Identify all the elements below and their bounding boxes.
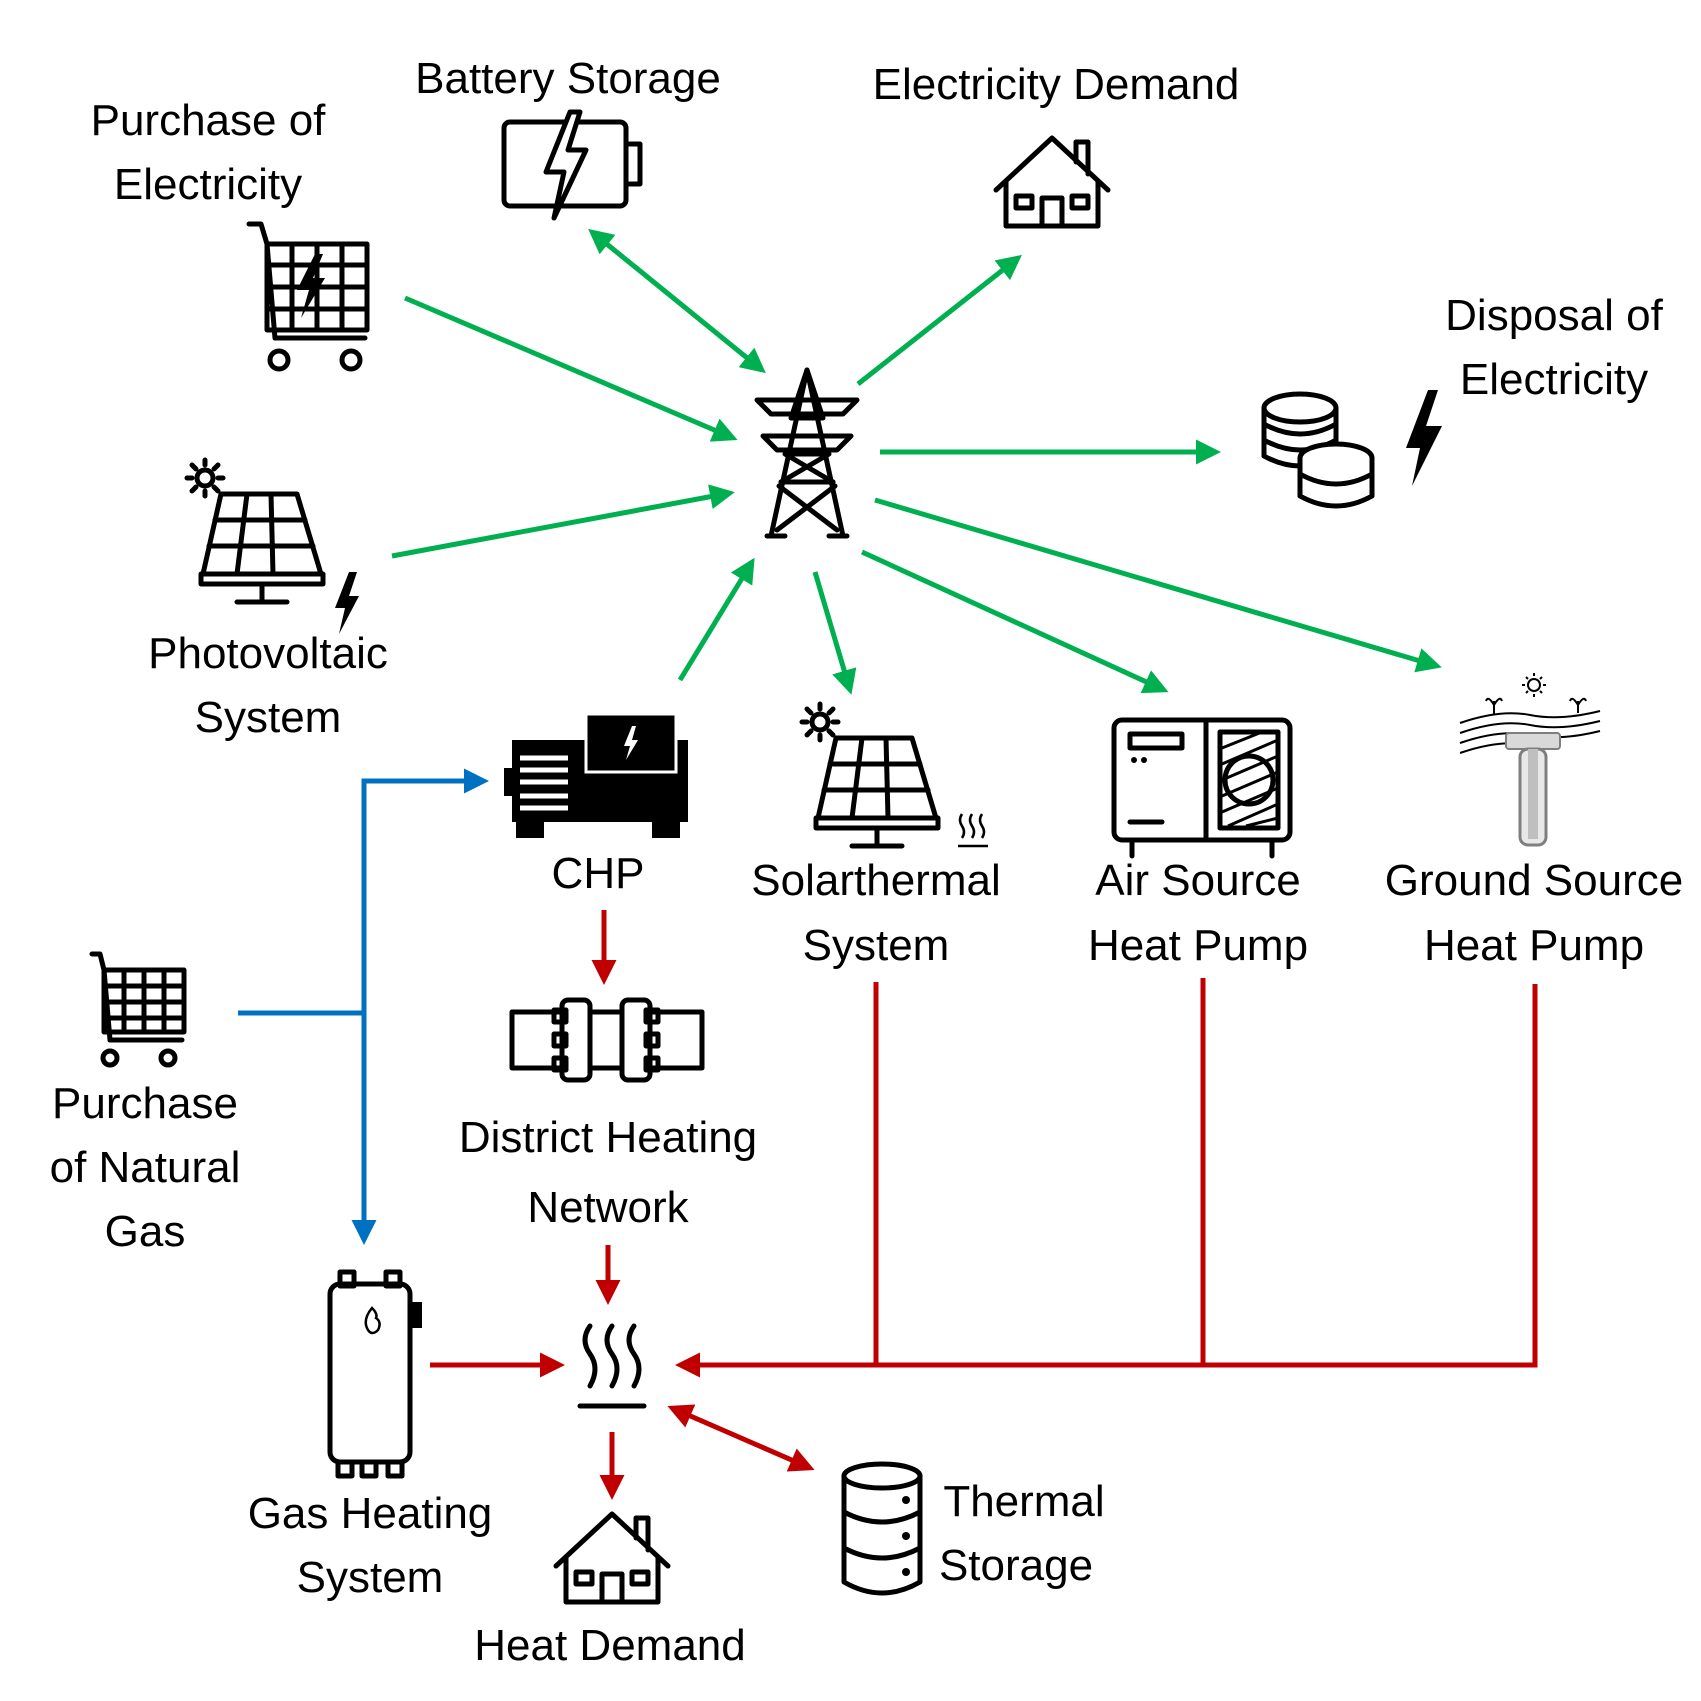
node-labels: Purchase of Electricity Battery Storage … bbox=[50, 54, 1684, 1670]
label-gas-heating: Gas Heating bbox=[248, 1489, 493, 1538]
ground-probe-icon bbox=[1459, 673, 1601, 847]
label-heat-demand: Heat Demand bbox=[474, 1621, 745, 1670]
label-battery-storage: Battery Storage bbox=[415, 54, 721, 103]
label-disposal-electricity-line2: Electricity bbox=[1460, 355, 1648, 404]
flow-grid-to-electricity-demand bbox=[856, 254, 1022, 386]
gas-boiler-icon bbox=[327, 1269, 422, 1479]
label-air-source-line2: Heat Pump bbox=[1088, 921, 1308, 970]
house-icon bbox=[553, 1511, 671, 1605]
heat-flows bbox=[430, 910, 1538, 1500]
label-thermal-storage-line2: Storage bbox=[939, 1541, 1093, 1590]
label-purchase-electricity: Purchase of bbox=[91, 96, 327, 145]
generator-icon bbox=[504, 712, 688, 838]
flow-heat-bus-thermal-storage bbox=[667, 1404, 815, 1472]
label-chp: CHP bbox=[552, 849, 645, 898]
battery-charging-icon bbox=[501, 109, 643, 221]
label-thermal-storage: Thermal bbox=[943, 1477, 1104, 1526]
power-tower-icon bbox=[754, 367, 860, 539]
label-photovoltaic-line2: System bbox=[195, 693, 342, 742]
coins-electricity-icon bbox=[1261, 390, 1442, 509]
label-purchase-electricity-line2: Electricity bbox=[114, 160, 302, 209]
electricity-flows bbox=[391, 228, 1442, 695]
label-electricity-demand: Electricity Demand bbox=[873, 60, 1240, 109]
flow-grid-to-ground-source bbox=[874, 497, 1442, 673]
flow-photovoltaic-to-grid bbox=[391, 484, 735, 559]
label-district-heating: District Heating bbox=[459, 1113, 757, 1162]
flow-collector-to-heat-bus bbox=[675, 984, 1538, 1378]
flow-grid-to-solarthermal bbox=[812, 571, 857, 695]
label-solarthermal-line2: System bbox=[803, 921, 950, 970]
flow-gas-to-chp bbox=[361, 768, 489, 1013]
label-purchase-gas-line3: Gas bbox=[105, 1207, 186, 1256]
air-source-unit-icon bbox=[1111, 717, 1293, 859]
shopping-cart-icon bbox=[89, 951, 187, 1068]
solar-panel-heat-icon bbox=[799, 701, 988, 849]
label-ground-source-line2: Heat Pump bbox=[1424, 921, 1644, 970]
solar-panel-electricity-icon bbox=[184, 457, 359, 634]
label-gas-heating-line2: System bbox=[297, 1553, 444, 1602]
flow-grid-to-air-source bbox=[860, 549, 1169, 694]
storage-tank-icon bbox=[841, 1461, 923, 1596]
label-purchase-gas-line2: of Natural bbox=[50, 1143, 241, 1192]
flow-purchase-electricity-to-grid bbox=[404, 295, 738, 442]
label-photovoltaic: Photovoltaic bbox=[148, 629, 388, 678]
label-disposal-electricity: Disposal of bbox=[1445, 291, 1663, 340]
label-purchase-gas: Purchase bbox=[52, 1079, 238, 1128]
sun-icon bbox=[184, 457, 226, 499]
heat-waves-icon bbox=[577, 1323, 647, 1409]
flow-battery-grid bbox=[588, 228, 766, 374]
pipe-flange-icon bbox=[509, 997, 705, 1083]
label-solarthermal: Solarthermal bbox=[751, 856, 1000, 905]
house-icon bbox=[993, 135, 1111, 229]
sun-icon bbox=[799, 701, 841, 743]
shopping-cart-electricity-icon bbox=[246, 221, 370, 372]
label-ground-source: Ground Source bbox=[1385, 856, 1683, 905]
sun-icon bbox=[1522, 673, 1546, 697]
flow-chp-to-grid bbox=[677, 557, 755, 682]
heat-waves-icon bbox=[958, 813, 988, 848]
label-district-heating-line2: Network bbox=[527, 1183, 689, 1232]
gas-flows bbox=[238, 768, 489, 1245]
label-air-source: Air Source bbox=[1095, 856, 1300, 905]
